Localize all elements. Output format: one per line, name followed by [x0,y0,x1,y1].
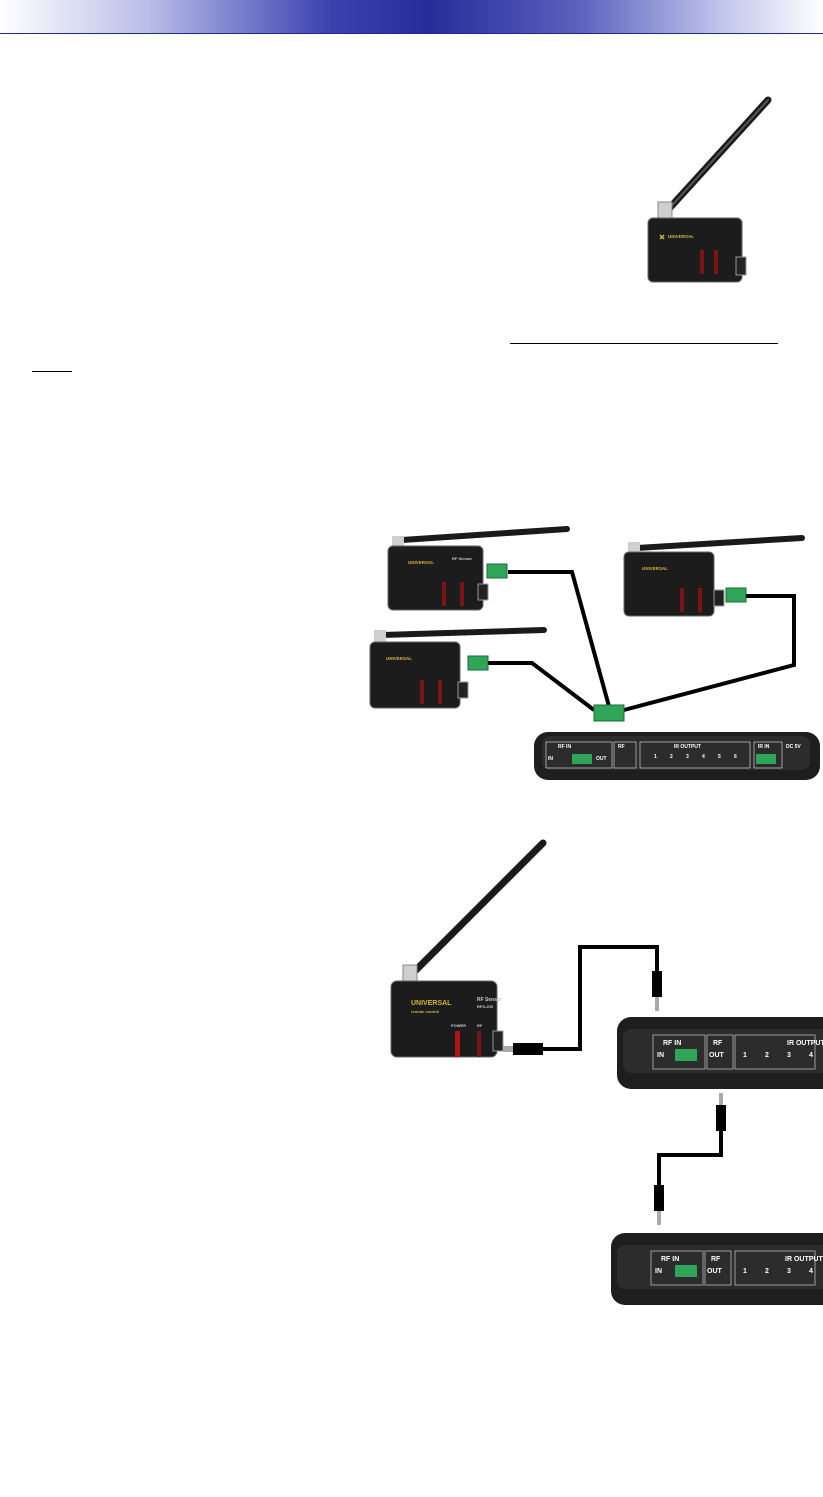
cable-3 [623,594,796,712]
svg-text:1: 1 [743,1052,747,1059]
svg-text:4: 4 [809,1268,813,1275]
svg-text:UNIVERSAL: UNIVERSAL [386,656,412,661]
multi-sensor-wiring-figure: UNIVERSAL RF Sensor UNIVERSAL UNIVERSAL [369,526,820,780]
fill-in-line-1 [510,343,778,344]
svg-text:1: 1 [743,1268,747,1275]
svg-text:RF Sensor: RF Sensor [477,997,502,1003]
svg-text:OUT: OUT [709,1052,725,1059]
svg-text:RF IN: RF IN [661,1256,679,1263]
svg-text:IN: IN [548,756,553,762]
svg-text:3: 3 [787,1268,791,1275]
svg-text:2: 2 [670,754,673,760]
svg-text:RF IN: RF IN [558,744,571,750]
svg-text:DC 5V: DC 5V [786,744,801,750]
svg-text:OUT: OUT [707,1268,723,1275]
header-rule [0,33,823,34]
antenna [407,839,547,979]
cable-2 [488,661,596,712]
svg-text:1: 1 [654,754,657,760]
svg-text:2: 2 [765,1268,769,1275]
svg-text:IN: IN [657,1052,664,1059]
svg-text:remote control: remote control [411,1009,439,1014]
svg-text:RF: RF [618,744,625,750]
daisy-chain-figure: UNIVERSAL remote control RF Sensor RFS-2… [390,839,823,1305]
sensor-body [647,217,743,283]
svg-text:POWER: POWER [451,1023,466,1028]
svg-text:RF: RF [713,1040,723,1047]
base-unit: RF IN IN OUT RF IR OUTPUT 1 2 3 4 5 6 IR… [534,732,820,780]
base-unit-top: RF IN IN RF OUT IR OUTPUT 1 2 3 4 [617,1017,823,1089]
svg-text:OUT: OUT [596,756,607,762]
svg-text:RFS-200: RFS-200 [477,1004,494,1009]
svg-text:6: 6 [734,754,737,760]
cable-1 [508,570,612,711]
svg-text:RF: RF [477,1023,483,1028]
rf-sensor-1: UNIVERSAL RF Sensor [387,526,570,611]
svg-text:4: 4 [702,754,705,760]
svg-text:IR OUTPUT: IR OUTPUT [787,1040,823,1047]
svg-text:UNIVERSAL: UNIVERSAL [411,1000,452,1007]
header-band [0,0,823,33]
svg-text:RF: RF [711,1256,721,1263]
base-unit-bottom: RF IN IN RF OUT IR OUTPUT 1 2 3 4 [611,1233,823,1305]
svg-text:IN: IN [655,1268,662,1275]
svg-text:5: 5 [718,754,721,760]
svg-text:4: 4 [809,1052,813,1059]
rf-sensor-3: UNIVERSAL [623,535,805,617]
svg-text:IR IN: IR IN [758,744,770,750]
rf-sensor-2: UNIVERSAL [369,627,547,709]
svg-text:IR OUTPUT: IR OUTPUT [674,744,701,750]
svg-text:RF Sensor: RF Sensor [452,556,472,561]
fill-in-line-2 [32,371,72,372]
svg-text:3: 3 [686,754,689,760]
svg-text:IR OUTPUT: IR OUTPUT [785,1256,823,1263]
rf-sensor-daisy: UNIVERSAL remote control RF Sensor RFS-2… [390,839,547,1058]
svg-text:RF IN: RF IN [663,1040,681,1047]
rf-sensor-figure: UNIVERSAL [647,96,772,283]
svg-text:UNIVERSAL: UNIVERSAL [408,560,434,565]
brand-name: UNIVERSAL [668,234,694,239]
brand-logo [659,234,665,240]
svg-text:UNIVERSAL: UNIVERSAL [642,566,668,571]
svg-text:3: 3 [787,1052,791,1059]
svg-text:2: 2 [765,1052,769,1059]
